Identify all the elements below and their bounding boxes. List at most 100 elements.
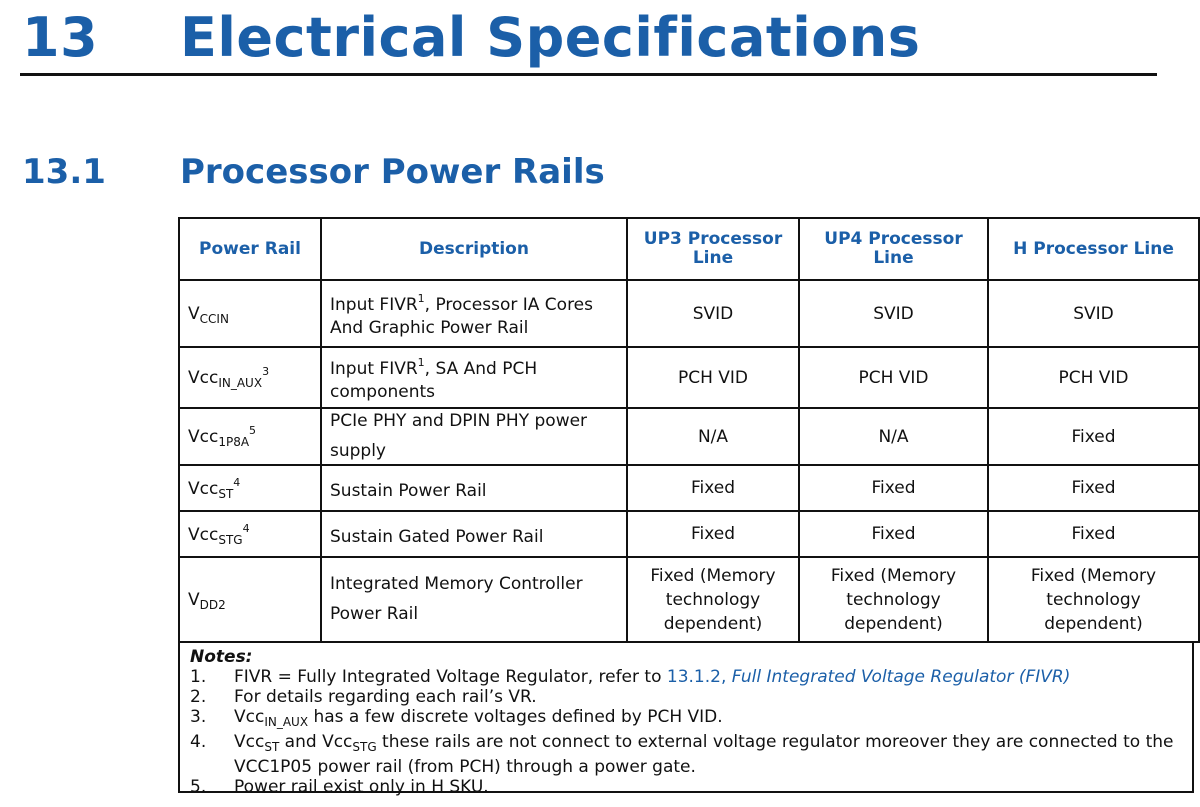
up4-cell: Fixed: [798, 510, 989, 558]
description-text: PCIe PHY and DPIN PHY power supply: [330, 411, 588, 461]
rail-cell: VccST4: [178, 464, 322, 512]
rail-cell: VDD2: [178, 556, 322, 643]
table-row: VccST4 Sustain Power Rail Fixed Fixed Fi…: [178, 464, 1200, 512]
rail-subscript: IN_AUX: [218, 376, 263, 390]
note-rail-name: Vcc: [234, 707, 265, 727]
description-footnote: 1: [417, 356, 425, 369]
rail-subscript: 1P8A: [218, 435, 250, 449]
up3-cell: N/A: [626, 407, 800, 466]
power-rails-table: Power Rail Description UP3 Processor Lin…: [178, 217, 1200, 643]
rail-cell: VccIN_AUX3: [178, 346, 322, 409]
rail-subscript: CCIN: [199, 312, 229, 326]
note-text: FIVR = Fully Integrated Voltage Regulato…: [234, 667, 1192, 687]
up4-cell: Fixed (Memory technology dependent): [798, 556, 989, 643]
note-number: 3.: [190, 707, 207, 727]
note-number: 2.: [190, 687, 207, 707]
rail-cell: VccSTG4: [178, 510, 322, 558]
note-rail-subscript: ST: [264, 740, 280, 754]
chapter-title: Electrical Specifications: [180, 6, 921, 69]
note-rail-subscript: IN_AUX: [264, 715, 309, 729]
rail-name: Vcc: [188, 427, 219, 447]
note-item: 5. Power rail exist only in H SKU.: [190, 777, 1192, 797]
rail-name: V: [188, 304, 200, 324]
rail-footnote: 4: [242, 521, 250, 535]
description-text-rest: , SA And PCH components: [330, 359, 538, 402]
description-text: Sustain Gated Power Rail: [330, 527, 544, 547]
up4-cell: PCH VID: [798, 346, 989, 409]
h-cell: SVID: [987, 279, 1200, 348]
rail-subscript: DD2: [199, 598, 226, 612]
table-row: VCCIN Input FIVR1, Processor IA Cores An…: [178, 279, 1200, 348]
description-text: Input FIVR: [330, 359, 418, 379]
description-cell: Integrated Memory Controller Power Rail: [320, 556, 628, 643]
up4-cell: Fixed: [798, 464, 989, 512]
description-cell: PCIe PHY and DPIN PHY power supply: [320, 407, 628, 466]
rail-footnote: 5: [249, 424, 257, 437]
note-item: 2. For details regarding each rail’s VR.: [190, 687, 1192, 707]
note-text: Power rail exist only in H SKU.: [234, 777, 489, 797]
rail-cell: Vcc1P8A5: [178, 407, 322, 466]
rail-footnote: 4: [233, 475, 241, 489]
h-cell: PCH VID: [987, 346, 1200, 409]
note-item: 4. VccST and VccSTG these rails are not …: [190, 732, 1192, 777]
note-number: 5.: [190, 777, 207, 797]
up3-cell: Fixed: [626, 464, 800, 512]
section-reference-link[interactable]: 13.1.2, Full Integrated Voltage Regulato…: [667, 667, 1070, 687]
header-up4: UP4 Processor Line: [798, 217, 989, 281]
note-rail-subscript: STG: [352, 740, 377, 754]
description-footnote: 1: [417, 292, 425, 305]
rail-name: Vcc: [188, 368, 219, 388]
chapter-number: 13: [22, 6, 99, 69]
description-text: Input FIVR: [330, 295, 418, 315]
rail-cell: VCCIN: [178, 279, 322, 348]
rail-subscript: STG: [218, 532, 243, 547]
note-text: VccST and VccSTG these rails are not con…: [234, 732, 1192, 777]
note-number: 4.: [190, 732, 207, 752]
header-power-rail: Power Rail: [178, 217, 322, 281]
table-row: VccIN_AUX3 Input FIVR1, SA And PCH compo…: [178, 346, 1200, 409]
description-cell: Sustain Gated Power Rail: [320, 510, 628, 558]
rail-name: Vcc: [188, 478, 219, 499]
up3-cell: PCH VID: [626, 346, 800, 409]
note-number: 1.: [190, 667, 207, 687]
reference-title: Full Integrated Voltage Regulator (FIVR): [731, 667, 1071, 687]
notes-title: Notes:: [190, 647, 253, 667]
table-header-row: Power Rail Description UP3 Processor Lin…: [178, 217, 1200, 281]
description-text: Sustain Power Rail: [330, 481, 487, 501]
table-row: VDD2 Integrated Memory Controller Power …: [178, 556, 1200, 643]
chapter-rule: [20, 73, 1157, 76]
rail-footnote: 3: [262, 365, 270, 378]
note-text: For details regarding each rail’s VR.: [234, 687, 537, 707]
section-title: Processor Power Rails: [180, 152, 605, 192]
note-body: FIVR = Fully Integrated Voltage Regulato…: [234, 667, 667, 687]
description-cell: Input FIVR1, SA And PCH components: [320, 346, 628, 409]
note-item: 1. FIVR = Fully Integrated Voltage Regul…: [190, 667, 1192, 687]
h-cell: Fixed: [987, 510, 1200, 558]
h-cell: Fixed: [987, 407, 1200, 466]
note-rail-name: Vcc: [234, 732, 265, 752]
note-item: 3. VccIN_AUX has a few discrete voltages…: [190, 707, 1192, 732]
rail-name: V: [188, 590, 200, 610]
header-h: H Processor Line: [987, 217, 1200, 281]
up3-cell: Fixed (Memory technology dependent): [626, 556, 800, 643]
up4-cell: SVID: [798, 279, 989, 348]
h-cell: Fixed: [987, 464, 1200, 512]
table-row: Vcc1P8A5 PCIe PHY and DPIN PHY power sup…: [178, 407, 1200, 466]
rail-subscript: ST: [218, 486, 234, 501]
note-text: VccIN_AUX has a few discrete voltages de…: [234, 707, 1192, 732]
header-description: Description: [320, 217, 628, 281]
up4-cell: N/A: [798, 407, 989, 466]
description-text: Integrated Memory Controller Power Rail: [330, 574, 583, 624]
header-up3: UP3 Processor Line: [626, 217, 800, 281]
description-text-rest: , Processor IA Cores And Graphic Power R…: [330, 295, 593, 338]
notes-box: Notes: 1. FIVR = Fully Integrated Voltag…: [178, 641, 1194, 797]
h-cell: Fixed (Memory technology dependent): [987, 556, 1200, 643]
note-body: has a few discrete voltages defined by P…: [308, 707, 723, 727]
section-number: 13.1: [22, 152, 106, 192]
description-cell: Sustain Power Rail: [320, 464, 628, 512]
up3-cell: Fixed: [626, 510, 800, 558]
reference-number: 13.1.2,: [666, 667, 727, 687]
note-body: these rails are not connect to external …: [234, 732, 1174, 777]
note-connector: and Vcc: [279, 732, 353, 752]
up3-cell: SVID: [626, 279, 800, 348]
